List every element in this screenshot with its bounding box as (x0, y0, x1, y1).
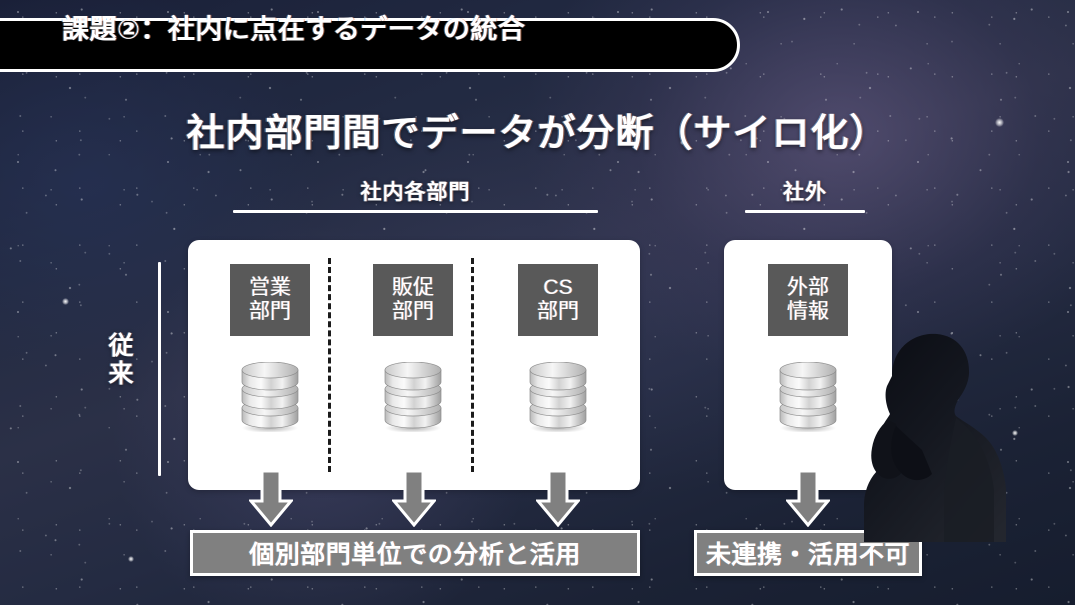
database-icon (779, 362, 837, 432)
department-name-line1: 外部 (787, 276, 829, 300)
section-header-internal-rule (233, 210, 598, 213)
department-name-line1: CS (543, 276, 573, 300)
department-name: 営業 部門 (249, 276, 291, 324)
department-name-line1: 営業 (249, 276, 291, 300)
internal-departments-card: 営業 部門 (188, 240, 640, 490)
external-data-card: 外部 情報 (724, 240, 892, 490)
title-banner (0, 18, 740, 72)
department-name-line2: 部門 (392, 300, 434, 323)
title-banner-text: 課題②：社内に点在するデータの統合 (62, 14, 526, 45)
result-box-external: 未連携・活用不可 (694, 530, 922, 576)
result-box-external-text: 未連携・活用不可 (705, 541, 910, 569)
department-cell-sales: 営業 部門 (230, 264, 310, 432)
department-divider (328, 258, 331, 472)
department-label-box: 営業 部門 (230, 264, 310, 336)
page-title: 社内部門間でデータが分断（サイロ化） (186, 113, 889, 155)
department-label-box: 販促 部門 (373, 264, 453, 336)
database-icon (241, 362, 299, 432)
department-cell-promotion: 販促 部門 (373, 264, 453, 432)
result-box-internal: 個別部門単位での分析と活用 (190, 530, 640, 576)
legacy-axis-label-text: 従来 (108, 332, 134, 388)
department-cell-external: 外部 情報 (768, 264, 848, 432)
section-header-internal-label: 社内各部門 (360, 181, 471, 204)
section-header-external-rule (745, 210, 865, 213)
department-name-line2: 部門 (537, 300, 579, 323)
department-name: 外部 情報 (787, 276, 829, 324)
section-header-internal: 社内各部門 (233, 176, 598, 213)
department-name-line1: 販促 (392, 276, 434, 300)
section-header-external-label: 社外 (783, 181, 827, 204)
database-icon (529, 362, 587, 432)
down-arrow-icon (390, 469, 438, 528)
department-name-line2: 部門 (249, 300, 291, 323)
result-box-internal-text: 個別部門単位での分析と活用 (249, 541, 581, 569)
department-cell-cs: CS 部門 (518, 264, 598, 432)
department-label-box: 外部 情報 (768, 264, 848, 336)
department-divider (471, 258, 474, 472)
department-name-line2: 情報 (787, 300, 829, 323)
down-arrow-icon (784, 469, 832, 528)
database-icon (384, 362, 442, 432)
department-name: 販促 部門 (392, 276, 434, 324)
down-arrow-icon (247, 469, 295, 528)
legacy-axis-label: 従来 (98, 332, 144, 388)
legacy-axis-rule (158, 262, 161, 476)
department-label-box: CS 部門 (518, 264, 598, 336)
section-header-external: 社外 (745, 176, 865, 213)
department-name: CS 部門 (537, 276, 579, 324)
down-arrow-icon (534, 469, 582, 528)
